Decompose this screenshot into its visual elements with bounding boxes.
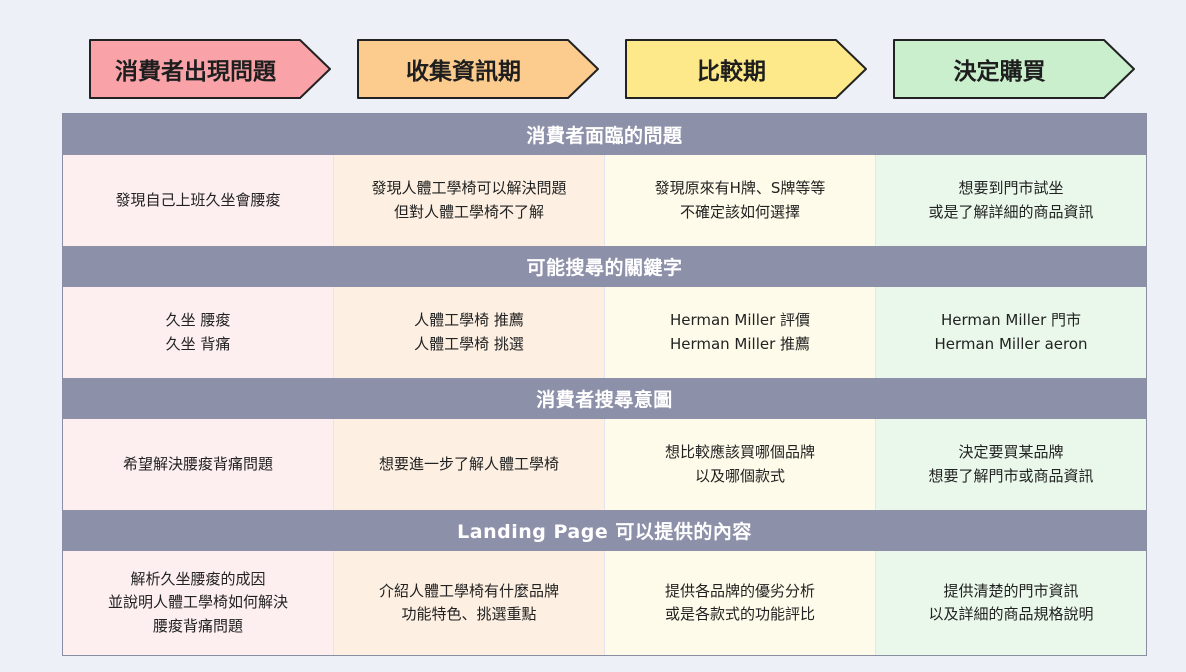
- section-header-landing-page: Landing Page 可以提供的內容: [63, 510, 1146, 551]
- table-row: 解析久坐腰痠的成因 並說明人體工學椅如何解決 腰痠背痛問題 介紹人體工學椅有什麼…: [63, 551, 1146, 655]
- table-row: 久坐 腰痠 久坐 背痛 人體工學椅 推薦 人體工學椅 挑選 Herman Mil…: [63, 287, 1146, 378]
- stage-arrows: 消費者出現問題 收集資訊期 比較期 決定購買: [88, 38, 1138, 100]
- arrow-shape-icon: [893, 39, 1135, 99]
- table-cell: 發現人體工學椅可以解決問題 但對人體工學椅不了解: [334, 155, 605, 246]
- table-cell: 解析久坐腰痠的成因 並說明人體工學椅如何解決 腰痠背痛問題: [63, 551, 334, 655]
- stage-arrow-1: 消費者出現問題: [88, 38, 333, 100]
- section-header-intent: 消費者搜尋意圖: [63, 378, 1146, 419]
- stage-arrow-2: 收集資訊期: [356, 38, 601, 100]
- journey-table: 消費者面臨的問題 發現自己上班久坐會腰痠 發現人體工學椅可以解決問題 但對人體工…: [62, 113, 1147, 656]
- arrow-shape-icon: [89, 39, 331, 99]
- table-cell: Herman Miller 門市 Herman Miller aeron: [876, 287, 1146, 378]
- table-row: 希望解決腰痠背痛問題 想要進一步了解人體工學椅 想比較應該買哪個品牌 以及哪個款…: [63, 419, 1146, 510]
- table-row: 發現自己上班久坐會腰痠 發現人體工學椅可以解決問題 但對人體工學椅不了解 發現原…: [63, 155, 1146, 246]
- table-cell: 想要進一步了解人體工學椅: [334, 419, 605, 510]
- table-cell: Herman Miller 評價 Herman Miller 推薦: [605, 287, 876, 378]
- table-cell: 久坐 腰痠 久坐 背痛: [63, 287, 334, 378]
- stage-label-1: 消費者出現問題: [115, 59, 276, 85]
- table-cell: 提供各品牌的優劣分析 或是各款式的功能評比: [605, 551, 876, 655]
- arrow-shape-icon: [625, 39, 867, 99]
- table-cell: 發現自己上班久坐會腰痠: [63, 155, 334, 246]
- table-cell: 決定要買某品牌 想要了解門市或商品資訊: [876, 419, 1146, 510]
- stage-label-2: 收集資訊期: [406, 59, 521, 85]
- table-cell: 提供清楚的門市資訊 以及詳細的商品規格說明: [876, 551, 1146, 655]
- table-cell: 人體工學椅 推薦 人體工學椅 挑選: [334, 287, 605, 378]
- table-cell: 介紹人體工學椅有什麼品牌 功能特色、挑選重點: [334, 551, 605, 655]
- table-cell: 想比較應該買哪個品牌 以及哪個款式: [605, 419, 876, 510]
- section-header-keywords: 可能搜尋的關鍵字: [63, 246, 1146, 287]
- stage-label-4: 決定購買: [953, 59, 1046, 85]
- stage-arrow-4: 決定購買: [892, 38, 1137, 100]
- stage-label-3: 比較期: [697, 59, 766, 85]
- table-cell: 發現原來有H牌、S牌等等 不確定該如何選擇: [605, 155, 876, 246]
- table-cell: 希望解決腰痠背痛問題: [63, 419, 334, 510]
- table-cell: 想要到門市試坐 或是了解詳細的商品資訊: [876, 155, 1146, 246]
- stage-arrow-3: 比較期: [624, 38, 869, 100]
- section-header-problems: 消費者面臨的問題: [63, 114, 1146, 155]
- arrow-shape-icon: [357, 39, 599, 99]
